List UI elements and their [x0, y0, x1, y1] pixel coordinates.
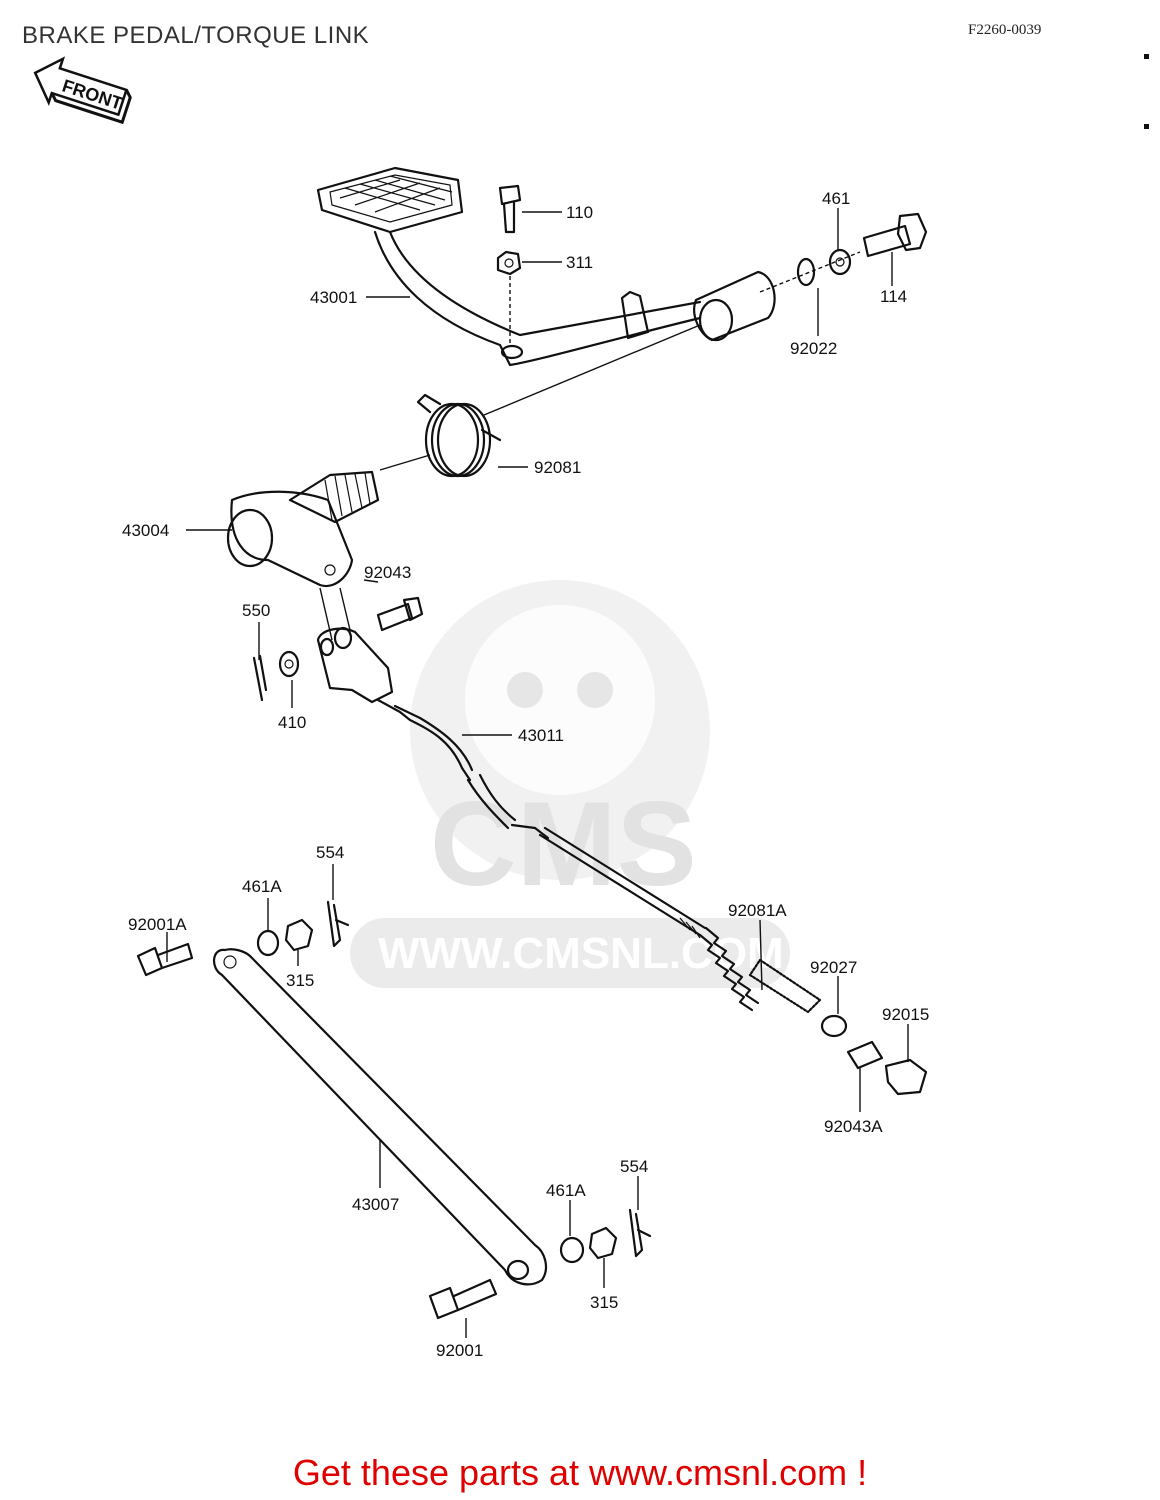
diagram-code: F2260-0039 — [968, 22, 1042, 38]
spring-92081a — [698, 926, 822, 1014]
watermark-logo: CMS — [430, 777, 697, 911]
bolt-92001a — [136, 942, 194, 977]
spring-92081 — [416, 393, 502, 478]
label-92027: 92027 — [810, 958, 857, 977]
lever-clevis — [316, 587, 394, 704]
washer-92022 — [796, 257, 816, 287]
brake-pedal-43001 — [316, 166, 776, 367]
cotter-pin-550 — [252, 654, 268, 702]
pin-92043 — [376, 596, 424, 632]
label-43011: 43011 — [518, 726, 564, 745]
label-114: 114 — [880, 287, 907, 306]
label-315-top: 315 — [286, 971, 314, 990]
label-550: 550 — [242, 601, 270, 620]
torque-link-43007 — [213, 948, 548, 1286]
label-92015: 92015 — [882, 1005, 929, 1024]
edge-mark — [1144, 54, 1149, 59]
washer-92027 — [820, 1014, 848, 1038]
diagram-title: BRAKE PEDAL/TORQUE LINK — [22, 22, 370, 49]
label-461a-top: 461A — [242, 877, 282, 896]
label-92081a: 92081A — [728, 901, 787, 920]
part-labels: 110 311 461 114 43001 92022 92081 43004 … — [122, 189, 929, 1360]
bolt-92001 — [428, 1278, 498, 1320]
nut-315-top — [284, 918, 314, 952]
nut-311 — [496, 250, 522, 276]
nut-315-bottom — [588, 1226, 618, 1260]
clip-554-top — [326, 900, 350, 948]
leader-lines — [166, 208, 909, 1338]
label-461a-bottom: 461A — [546, 1181, 586, 1200]
label-43007: 43007 — [352, 1195, 399, 1214]
label-92043: 92043 — [364, 563, 411, 582]
washer-410 — [278, 650, 300, 678]
label-554-top: 554 — [316, 843, 344, 862]
front-arrow-icon: FRONT — [33, 56, 132, 125]
label-92001: 92001 — [436, 1341, 483, 1360]
parts-link-banner[interactable]: Get these parts at www.cmsnl.com ! — [292, 1452, 868, 1493]
collar-92043a — [846, 1040, 884, 1070]
shaft-43004 — [226, 470, 380, 588]
watermark: CMS WWW.CMSNL.COM — [350, 580, 790, 988]
bolt-110 — [498, 184, 522, 234]
label-311: 311 — [566, 253, 593, 272]
bolt-114 — [862, 212, 928, 258]
label-461: 461 — [822, 189, 850, 208]
nut-92015 — [884, 1058, 928, 1096]
rod-43011 — [376, 698, 707, 939]
edge-mark — [1144, 124, 1149, 129]
washer-461a-top — [256, 929, 280, 957]
label-315-bottom: 315 — [590, 1293, 618, 1312]
clip-554-bottom — [628, 1208, 652, 1258]
label-554-bottom: 554 — [620, 1157, 648, 1176]
label-43001: 43001 — [310, 288, 357, 307]
label-410: 410 — [278, 713, 306, 732]
label-43004: 43004 — [122, 521, 169, 540]
label-92081: 92081 — [534, 458, 581, 477]
label-110: 110 — [566, 203, 593, 222]
washer-461a-bottom — [559, 1236, 585, 1264]
label-92022: 92022 — [790, 339, 837, 358]
nut-461 — [828, 248, 852, 276]
label-92043a: 92043A — [824, 1117, 883, 1136]
label-92001a: 92001A — [128, 915, 187, 934]
